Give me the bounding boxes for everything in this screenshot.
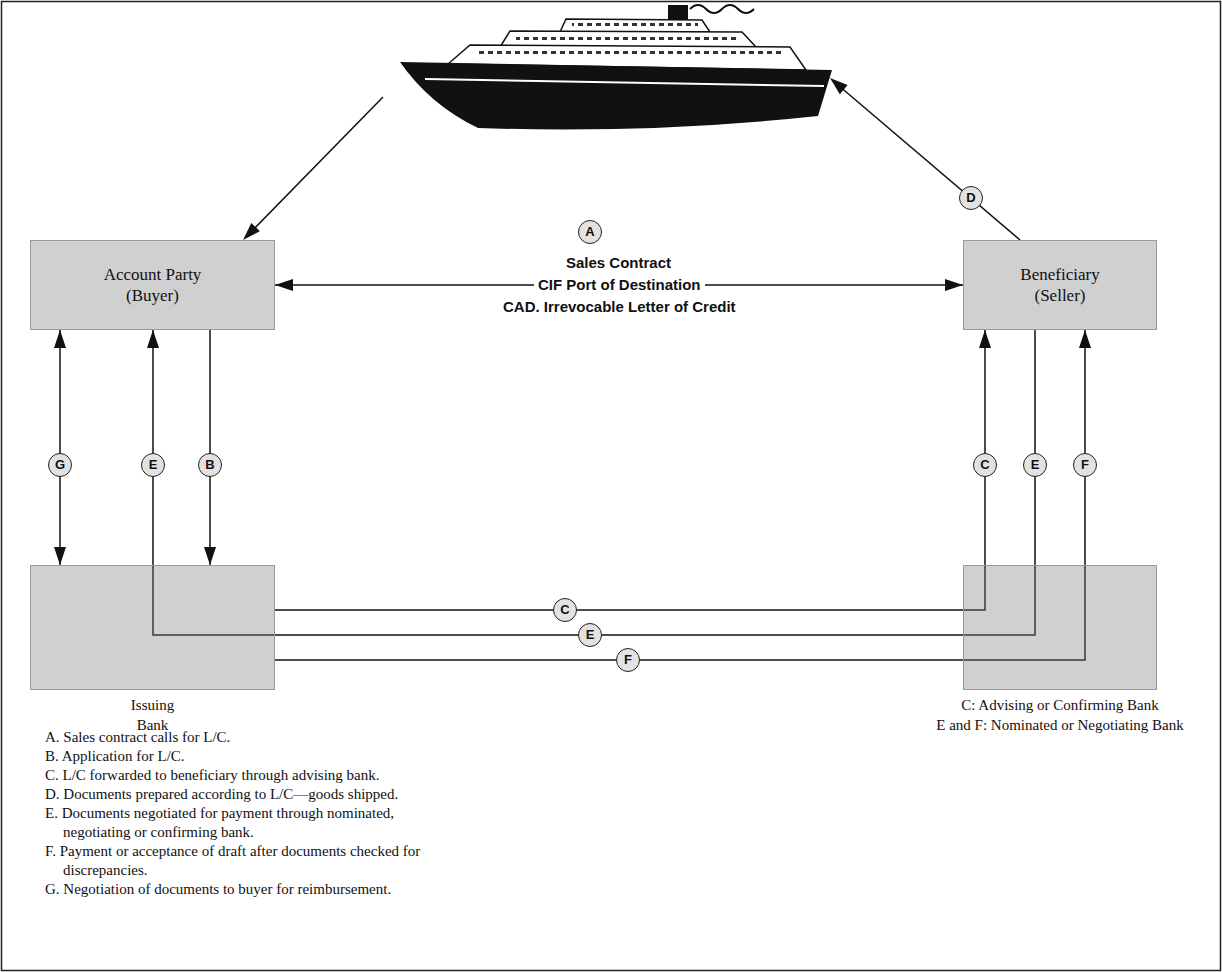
connector (275, 565, 985, 610)
text-holder: Account Party (Buyer) (88, 264, 218, 306)
edge-label: CIF Port of Destination (534, 275, 705, 295)
ship-windows (478, 50, 784, 57)
callout-letter: E (578, 623, 602, 647)
callout-letter: C (553, 598, 577, 622)
connector (54, 330, 66, 565)
ship-bridge (560, 19, 710, 32)
connector (147, 330, 159, 565)
callout-letter: E (141, 453, 165, 477)
connector-line (984, 330, 986, 565)
note-text: D. Documents prepared according to L/C—g… (45, 785, 435, 804)
ship-windows (572, 22, 698, 29)
arrow-head (1079, 330, 1091, 348)
connector (979, 330, 991, 565)
arrow-line (251, 97, 383, 232)
callout-letter: F (1073, 453, 1097, 477)
arrow-head (830, 78, 848, 94)
connector-line (1084, 330, 1086, 565)
party-name: Account Party (Buyer) (88, 264, 218, 306)
note-text: A. Sales contract calls for L/C. (45, 728, 435, 747)
ship-illustration (400, 5, 832, 130)
connector-line (1034, 330, 1036, 565)
text-holder: Beneficiary (Seller) (1005, 264, 1115, 306)
smoke (690, 5, 754, 13)
bank-box: Issuing Bank (30, 565, 275, 690)
connector-line (152, 330, 154, 565)
seller-to-ship-arrow (830, 78, 1020, 240)
note-text: B. Application for L/C. (45, 747, 435, 766)
connector (204, 330, 216, 565)
callout-letter: G (48, 453, 72, 477)
note-text: C. L/C forwarded to beneficiary through … (45, 766, 435, 785)
callout-letter: D (959, 186, 983, 210)
hull-stripe (425, 79, 824, 86)
bank-caption: E and F: Nominated or Negotiating Bank (936, 715, 1183, 735)
connector (1079, 330, 1091, 565)
callout-letter: A (578, 220, 602, 244)
ship-to-buyer-arrow (243, 97, 383, 240)
connector-line (209, 330, 211, 565)
arrow-head (243, 223, 260, 240)
contract-term: CAD. Irrevocable Letter of Credit (499, 297, 740, 317)
arrow-line (838, 85, 1020, 240)
notes-list: A. Sales contract calls for L/C.B. Appli… (45, 728, 435, 899)
connector-line (275, 565, 985, 610)
arrow-head (204, 547, 216, 565)
callout-letter: E (1023, 453, 1047, 477)
arrow-head (54, 547, 66, 565)
arrow-head (54, 330, 66, 348)
caption-block: Issuing Bank (118, 695, 188, 735)
arrow-head (945, 279, 963, 291)
bank-caption: Issuing Bank (118, 695, 188, 735)
callout-letter: B (198, 453, 222, 477)
note-text: E. Documents negotiated for payment thro… (45, 804, 435, 842)
funnel (668, 5, 688, 20)
note-text: G. Negotiation of documents to buyer for… (45, 880, 435, 899)
ship-windows (516, 35, 740, 42)
party-box: Account Party (Buyer) (30, 240, 275, 330)
arrow-head (147, 330, 159, 348)
note-text: F. Payment or acceptance of draft after … (45, 842, 435, 880)
callout-letter: F (616, 648, 640, 672)
party-name: Beneficiary (Seller) (1005, 264, 1115, 306)
arrow-head (275, 279, 293, 291)
connector-line (59, 330, 61, 565)
ship-deck (500, 31, 756, 47)
bank-box: C: Advising or Confirming BankE and F: N… (963, 565, 1157, 690)
arrow-head (979, 330, 991, 348)
caption-block: C: Advising or Confirming BankE and F: N… (936, 695, 1183, 735)
party-box: Beneficiary (Seller) (963, 240, 1157, 330)
ship-hull (400, 62, 832, 130)
callout-letter: C (973, 453, 997, 477)
bank-caption: C: Advising or Confirming Bank (936, 695, 1183, 715)
contract-term: Sales Contract (562, 253, 675, 273)
connector (1035, 330, 1036, 565)
